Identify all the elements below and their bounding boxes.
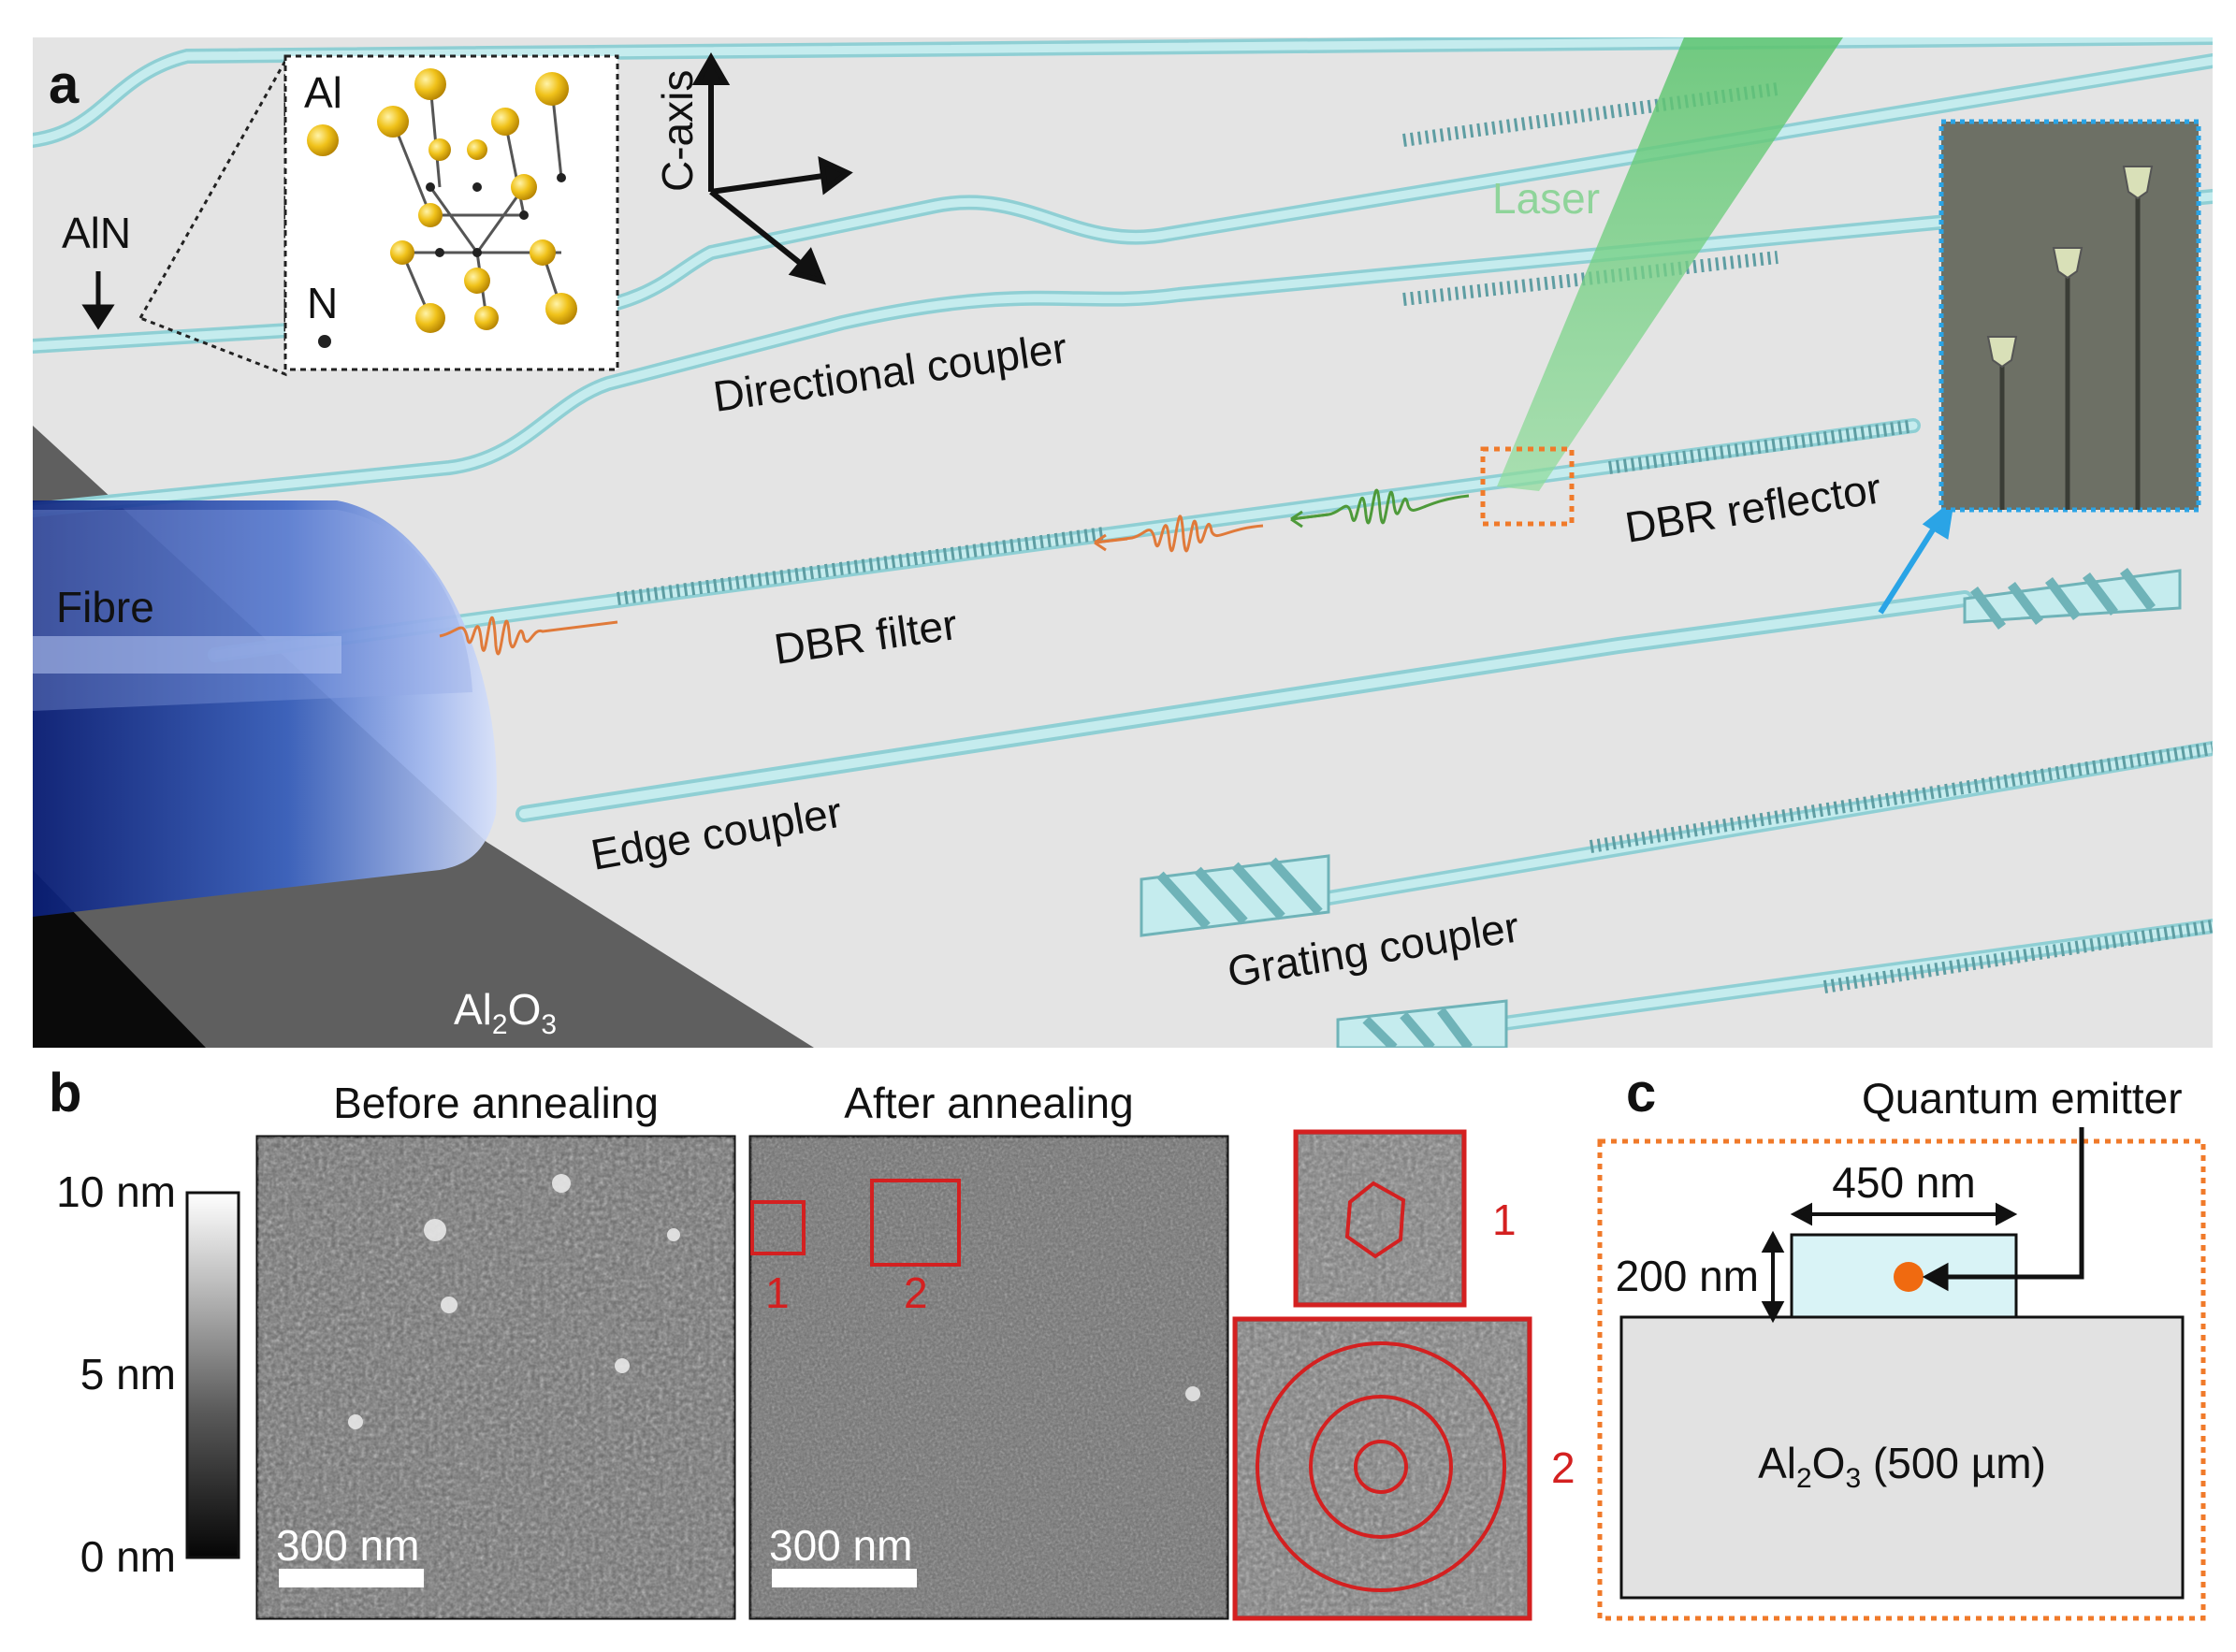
scale-bar-after [772,1569,917,1587]
panel-b: b 10 nm 5 nm 0 nm 300 nm Before annealin… [49,1063,1575,1621]
colorbar-mid-label: 5 nm [80,1350,176,1398]
al-label: Al [304,68,342,117]
width-label: 450 nm [1832,1158,1975,1207]
hexagon-marker [1344,1181,1406,1259]
pulse-middle-green [1290,488,1470,525]
emitter-highlight-box [1480,446,1575,527]
afm-before: 300 nm [255,1135,736,1620]
pulses [439,488,1470,656]
roi-box-1-label: 1 [765,1268,790,1317]
aln-arrow [81,271,115,330]
fibre-label: Fibre [56,583,154,631]
substrate-shadow [33,870,206,1048]
fibre [33,500,497,917]
zoom-2 [1232,1316,1532,1621]
colorbar-max-label: 10 nm [56,1167,176,1216]
width-dimension [1790,1202,2018,1226]
grating-coupler-right [1963,568,2182,630]
zoom-2-label: 2 [1551,1443,1575,1492]
pulse-left [439,616,618,656]
zoom-1-label: 1 [1492,1196,1517,1244]
before-annealing-title: Before annealing [333,1079,659,1127]
blue-arrow [1878,498,1955,615]
substrate-block [1619,1315,2185,1600]
al-atoms [377,68,577,333]
zoom-1 [1293,1129,1467,1308]
panel-c-frame [1597,1138,2206,1621]
roi-box-1 [750,1200,806,1255]
height-label: 200 nm [1616,1252,1759,1300]
grating-coupler-lower [1140,854,1330,937]
n-legend-icon [318,335,331,348]
panel-b-letter: b [49,1063,81,1123]
substrate-label: Al2O3 [454,985,557,1040]
n-atoms [426,173,566,257]
scale-bar-before-label: 300 nm [276,1521,419,1570]
emitter-pointer [1922,1127,2084,1292]
c-axis-label: C-axis [653,70,702,192]
grating-coupler-bottom [1336,999,1508,1048]
colorbar-min-label: 0 nm [80,1532,176,1581]
panel-c: c Quantum emitter 450 nm 200 nm Al2O3 (5… [1597,1063,2206,1621]
pulse-middle-orange [1094,514,1264,553]
c-axis-arrows [691,51,853,285]
roi-box-2-label: 2 [904,1268,928,1317]
quantum-emitter-dot [1894,1262,1924,1292]
microscope-inset [1938,119,2201,513]
scale-bar-before [279,1569,424,1587]
panel-a: Al N a AlN C-axis Laser Directional coup… [33,37,2213,1048]
crystal-inset: Al N [138,54,619,377]
quantum-emitter-label: Quantum emitter [1862,1074,2183,1123]
laser-beam [1497,37,1843,491]
scale-bar-after-label: 300 nm [769,1521,912,1570]
height-dimension [1761,1230,1785,1324]
aln-label: AlN [62,209,131,257]
substrate-c-label: Al2O3 (500 µm) [1758,1439,2046,1494]
panel-c-letter: c [1626,1063,1656,1123]
n-label: N [307,279,338,327]
al-legend-icon [307,124,339,156]
panel-a-letter: a [49,54,80,115]
laser-label: Laser [1492,174,1600,223]
roi-box-2 [870,1179,961,1267]
after-annealing-title: After annealing [844,1079,1133,1127]
colorbar [185,1191,240,1559]
afm-after: 1 2 300 nm [748,1135,1229,1620]
ring-markers [1256,1341,1506,1592]
